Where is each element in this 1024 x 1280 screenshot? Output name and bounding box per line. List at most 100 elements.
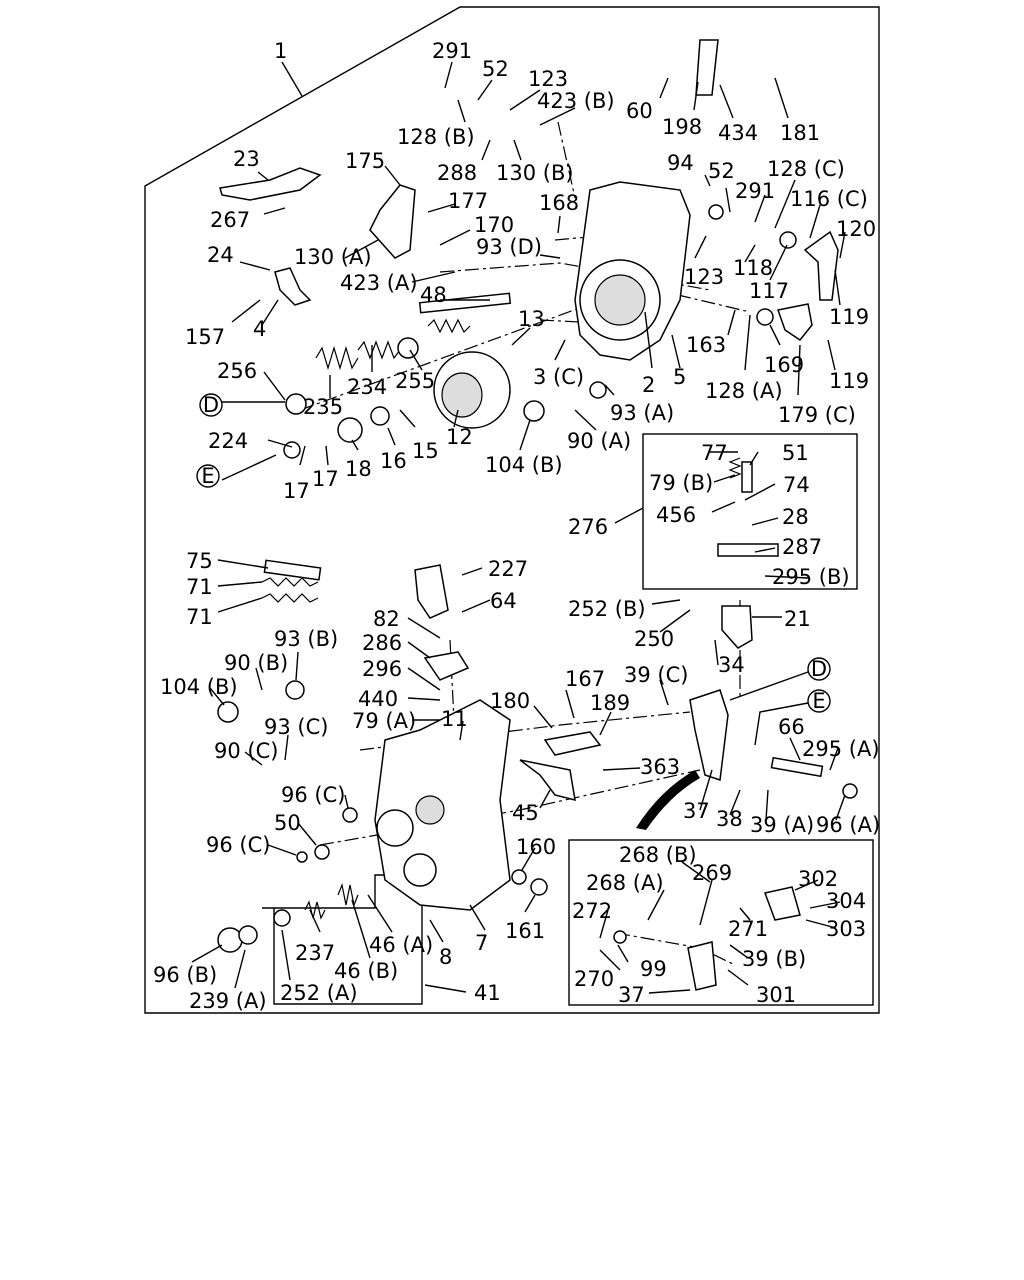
part-label: 46 (A) [369, 933, 433, 957]
part-label: 169 [764, 353, 804, 377]
part-label: 104 (B) [160, 675, 238, 699]
part-label: 291 [432, 39, 472, 63]
part-label: 15 [412, 439, 439, 463]
part-label: 170 [474, 213, 514, 237]
part-label: 71 [186, 605, 213, 629]
part-label: 440 [358, 687, 398, 711]
part-label: 123 [528, 67, 568, 91]
part-label: 79 (A) [352, 709, 416, 733]
part-label: 66 [778, 715, 805, 739]
part-label: 90 (C) [214, 739, 278, 763]
svg-text:E: E [201, 464, 214, 488]
marker-e-leader [754, 702, 809, 746]
part-label: 252 (B) [568, 597, 646, 621]
part-label: 117 [749, 279, 789, 303]
svg-text:E: E [812, 689, 825, 713]
subassembly-box-linkage [568, 839, 874, 1006]
part-label: 1 [274, 39, 287, 63]
part-label: 13 [518, 307, 545, 331]
part-label: 128 (B) [397, 125, 475, 149]
part-label: 93 (A) [610, 401, 674, 425]
part-label: 175 [345, 149, 385, 173]
part-label: 96 (B) [153, 963, 217, 987]
part-label: 304 [826, 889, 866, 913]
part-label: 123 [684, 265, 724, 289]
part-label: 34 [718, 653, 745, 677]
part-label: 38 [716, 807, 743, 831]
part-label: 434 [718, 121, 758, 145]
part-label: 12 [446, 425, 473, 449]
part-label: 130 (B) [496, 161, 574, 185]
part-label: 227 [488, 557, 528, 581]
part-label: 198 [662, 115, 702, 139]
part-label: 296 [362, 657, 402, 681]
part-label: 48 [420, 283, 447, 307]
part-label: 256 [217, 359, 257, 383]
part-label: 93 (C) [264, 715, 328, 739]
part-label: 71 [186, 575, 213, 599]
part-label: 37 [683, 799, 710, 823]
part-label: 303 [826, 917, 866, 941]
part-label: 239 (A) [189, 989, 267, 1013]
part-label: 28 [782, 505, 809, 529]
part-label: 93 (D) [476, 235, 542, 259]
leader-lines [191, 61, 846, 994]
part-label: 181 [780, 121, 820, 145]
marker-e-2: E [807, 689, 831, 713]
part-label: 189 [590, 691, 630, 715]
part-label: 51 [782, 441, 809, 465]
part-label: 50 [274, 811, 301, 835]
part-label: 2 [642, 373, 655, 397]
part-label: 128 (A) [705, 379, 783, 403]
part-label: 96 (C) [206, 833, 270, 857]
part-label: 77 [701, 441, 728, 465]
part-label: 163 [686, 333, 726, 357]
part-label: 39 (C) [624, 663, 688, 687]
part-label: 268 (A) [586, 871, 664, 895]
part-label: 180 [490, 689, 530, 713]
part-label: 130 (A) [294, 245, 372, 269]
part-label: 11 [441, 707, 468, 731]
outer-frame [144, 6, 880, 1014]
part-label: 128 (C) [767, 157, 845, 181]
part-label: 23 [233, 147, 260, 171]
part-label: 96 (A) [816, 813, 880, 837]
part-label: 74 [783, 473, 810, 497]
part-label: 302 [798, 867, 838, 891]
part-label: 99 [640, 957, 667, 981]
part-label: 18 [345, 457, 372, 481]
part-label: 46 (B) [334, 959, 398, 983]
part-label: 177 [448, 189, 488, 213]
marker-d-2: D [807, 657, 831, 681]
part-label: 423 (A) [340, 271, 418, 295]
part-label: 271 [728, 917, 768, 941]
part-label: 4 [253, 317, 266, 341]
part-label: 250 [634, 627, 674, 651]
part-label: 90 (A) [567, 429, 631, 453]
part-label: 456 [656, 503, 696, 527]
part-label: 286 [362, 631, 402, 655]
part-label: 96 (C) [281, 783, 345, 807]
marker-d-leader [729, 671, 809, 701]
part-label: 3 (C) [533, 365, 584, 389]
part-label: 423 (B) [537, 89, 615, 113]
part-label: 60 [626, 99, 653, 123]
part-label: 52 [708, 159, 735, 183]
part-label: 119 [829, 305, 869, 329]
part-label: 41 [474, 981, 501, 1005]
part-label: 17 [283, 479, 310, 503]
part-label: 269 [692, 861, 732, 885]
part-label: 119 [829, 369, 869, 393]
part-label: 267 [210, 208, 250, 232]
part-labels: 1 291 52 123 423 (B) 128 (B) 288 130 (B)… [153, 39, 880, 1013]
marker-e-1: E [196, 464, 220, 488]
part-label: 64 [490, 589, 517, 613]
part-label: 39 (B) [742, 947, 806, 971]
part-label: 288 [437, 161, 477, 185]
part-label: 39 (A) [750, 813, 814, 837]
part-label: 161 [505, 919, 545, 943]
part-label: 276 [568, 515, 608, 539]
part-label: 93 (B) [274, 627, 338, 651]
marker-d-1: D [199, 393, 223, 417]
